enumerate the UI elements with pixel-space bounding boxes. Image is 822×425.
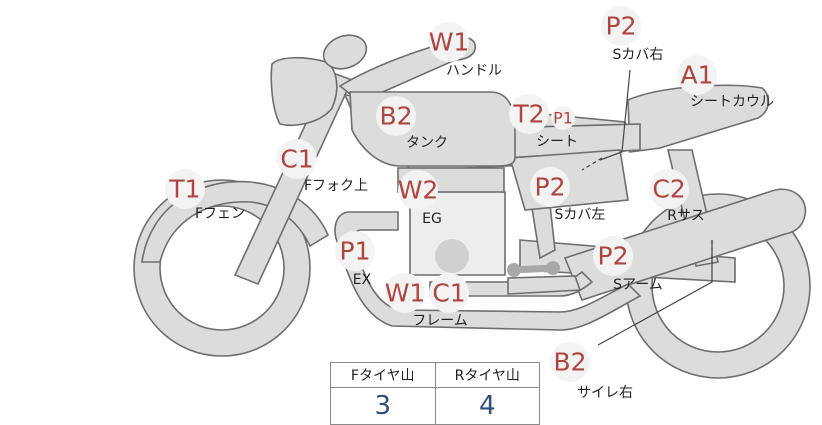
name-cover-right: Sカバ右	[613, 47, 664, 63]
label-rear-susp: C2 Rサス	[649, 169, 705, 224]
name-engine: EG	[422, 211, 442, 227]
name-seat-cowl: シートカウル	[690, 94, 774, 110]
code-muffler: B2	[553, 348, 586, 377]
code-seat: T2	[512, 100, 544, 129]
front-tread-value: 3	[330, 387, 436, 425]
code-tank: B2	[379, 102, 412, 131]
code-seat-small: P1	[553, 109, 573, 128]
name-fender: Fフェン	[195, 206, 245, 222]
label-frame: W1 C1 フレーム	[385, 273, 469, 329]
leader-cover-right-dash	[581, 157, 603, 171]
side-cover-shape	[508, 149, 629, 211]
front-tread-label: Fタイヤ山	[330, 362, 436, 388]
leader-lines	[581, 69, 713, 346]
name-swingarm: Sアーム	[613, 277, 663, 293]
code-frame-b: C1	[432, 279, 465, 308]
leader-cover-right	[599, 69, 631, 161]
fuel-tank	[349, 91, 516, 167]
name-muffler: サイレ右	[577, 385, 633, 401]
label-fender: T1 Fフェン	[165, 169, 245, 222]
rear-tread-value: 4	[434, 387, 540, 425]
engine-cover	[435, 239, 469, 273]
code-cover-right: P2	[606, 12, 637, 41]
name-seat: シート	[536, 134, 578, 150]
code-rear-susp: C2	[652, 175, 685, 204]
code-fender: T1	[168, 175, 200, 204]
code-exhaust: P1	[340, 237, 371, 266]
tread-header-row: Fタイヤ山 Rタイヤ山	[330, 362, 540, 388]
headlight-lens	[322, 34, 368, 70]
rear-tread-label: Rタイヤ山	[434, 362, 540, 388]
label-fork: C1 Fフォク上	[277, 139, 368, 194]
footpeg-end-right	[546, 261, 560, 275]
seat-cowl-shape	[627, 84, 770, 153]
name-fork: Fフォク上	[304, 178, 368, 194]
label-engine: W2 EG	[398, 170, 442, 227]
code-engine: W2	[398, 176, 439, 205]
name-frame: フレーム	[412, 313, 468, 329]
code-swingarm: P2	[598, 242, 629, 271]
label-seat: T2 P1 シート	[509, 94, 578, 150]
name-tank: タンク	[406, 135, 448, 151]
headlight	[270, 56, 338, 126]
code-cover-left: P2	[535, 173, 566, 202]
code-seat-cowl: A1	[680, 61, 713, 90]
label-tank: B2 タンク	[376, 96, 448, 151]
center-pipe	[507, 275, 582, 295]
label-cover-left: P2 Sカバ左	[530, 167, 605, 223]
tread-value-row: 3 4	[330, 387, 540, 425]
name-handle: ハンドル	[446, 63, 502, 79]
name-cover-left: Sカバ左	[555, 207, 606, 223]
tire-tread-table: Fタイヤ山 Rタイヤ山 3 4	[330, 362, 540, 425]
code-frame-a: W1	[385, 279, 426, 308]
label-exhaust: P1 EX	[335, 231, 375, 288]
label-swingarm: P2 Sアーム	[593, 236, 663, 293]
name-exhaust: EX	[353, 272, 372, 288]
label-muffler: B2 サイレ右	[550, 342, 633, 401]
footpeg-end-left	[507, 263, 521, 277]
code-fork: C1	[280, 145, 313, 174]
muffler-shape	[563, 188, 807, 301]
label-cover-right: P2 Sカバ右	[601, 6, 663, 63]
code-handle: W1	[429, 28, 470, 57]
label-seat-cowl: A1 シートカウル	[677, 55, 774, 110]
name-rear-susp: Rサス	[667, 208, 704, 224]
label-handle: W1 ハンドル	[429, 22, 502, 79]
